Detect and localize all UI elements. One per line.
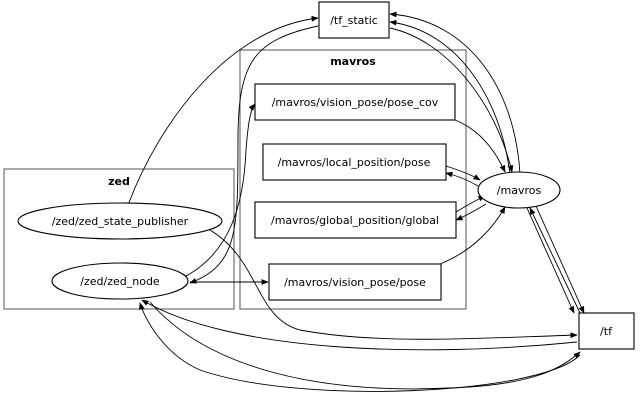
edge-zed-node-to-vision-pose-cov [179, 103, 256, 280]
cluster-zed: zed [3, 168, 235, 310]
node-mavros[interactable]: /mavros [477, 171, 561, 209]
edge-mavros-to-tf-b [526, 207, 575, 314]
node-tf[interactable]: /tf [578, 312, 635, 350]
node-global-position-global[interactable]: /mavros/global_position/global [254, 201, 457, 239]
edge-mavros-to-tf-static-a [389, 11, 521, 175]
node-mavros-label: /mavros [497, 184, 542, 197]
node-vision-pose-cov[interactable]: /mavros/vision_pose/pose_cov [254, 83, 456, 121]
edge-tf-to-zed-node-a [141, 299, 578, 351]
edge-state-publisher-to-tf-static [127, 15, 319, 206]
edge-tf-static-to-mavros [389, 27, 514, 173]
node-tf-label: /tf [600, 325, 613, 338]
node-tf-static[interactable]: /tf_static [318, 1, 390, 39]
cluster-mavros-label: mavros [330, 55, 376, 68]
node-tf-static-label: /tf_static [330, 14, 378, 27]
edge-global-position-to-mavros [455, 195, 486, 213]
edge-vision-pose-cov-to-mavros [454, 119, 506, 173]
node-local-position-pose-label: /mavros/local_position/pose [278, 156, 431, 169]
edges [127, 11, 585, 392]
edge-state-publisher-to-tf [209, 229, 578, 340]
edge-local-position-to-mavros [445, 165, 481, 181]
node-vision-pose-cov-label: /mavros/vision_pose/pose_cov [272, 96, 439, 109]
node-vision-pose-pose[interactable]: /mavros/vision_pose/pose [268, 263, 442, 301]
edge-zed-node-to-tf [149, 301, 581, 390]
node-local-position-pose[interactable]: /mavros/local_position/pose [262, 143, 447, 181]
node-zed-node[interactable]: /zed/zed_node [51, 262, 189, 300]
cluster-zed-label: zed [108, 175, 130, 188]
node-zed-state-publisher-label: /zed/zed_state_publisher [52, 215, 189, 228]
node-zed-node-label: /zed/zed_node [80, 275, 160, 288]
edge-mavros-to-local-position [445, 171, 479, 187]
edge-mavros-to-tf-a [535, 205, 585, 314]
edge-mavros-to-global-position [455, 203, 487, 221]
node-vision-pose-pose-label: /mavros/vision_pose/pose [284, 276, 426, 289]
edge-vision-pose-to-mavros [439, 206, 506, 265]
edge-tf-to-mavros [529, 207, 581, 314]
edge-tf-static-to-zed-node [189, 25, 319, 284]
node-zed-state-publisher[interactable]: /zed/zed_state_publisher [17, 202, 223, 240]
node-global-position-global-label: /mavros/global_position/global [271, 214, 439, 227]
edge-tf-to-zed-node-b [139, 302, 581, 392]
